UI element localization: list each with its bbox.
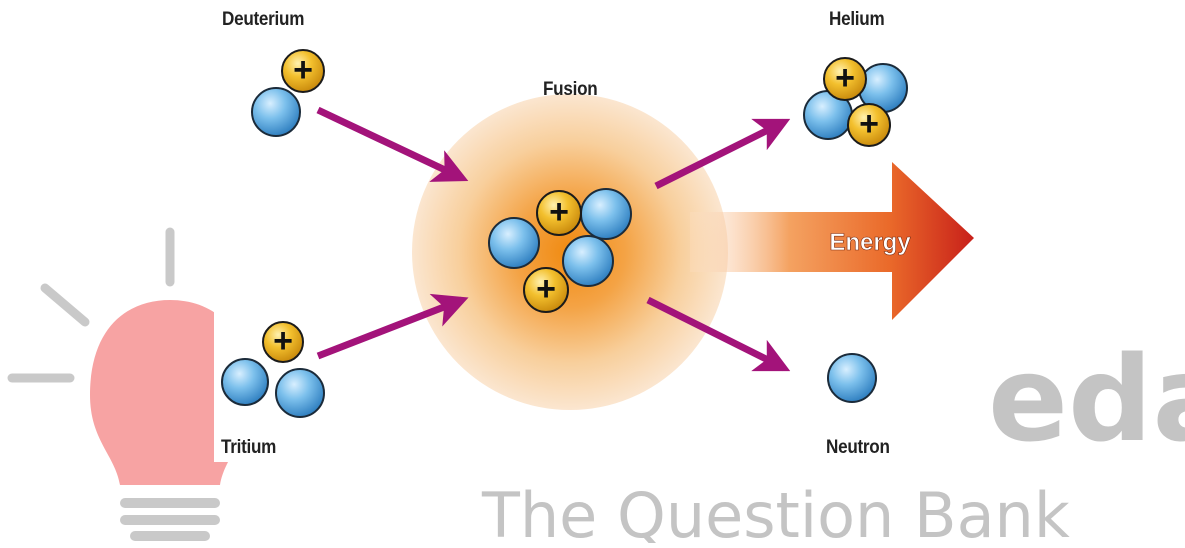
arrow-helium-out [654,118,791,190]
watermark-brand: eda [988,330,1185,468]
fusion-cluster [488,188,632,313]
reaction-arrows [316,106,791,372]
neutron-label: Neutron [826,437,890,458]
watermark-tagline: The Question Bank [481,479,1070,543]
proton-plus-icon: + [549,193,569,231]
arrow-neutron-out [646,296,791,372]
fusion-label: Fusion [543,79,598,100]
proton-plus-icon: + [273,322,293,360]
energy-arrow [690,162,974,320]
proton-plus-icon: + [835,59,855,97]
helium-nucleus [803,57,908,147]
arrow-deuterium-in [316,106,469,182]
deuterium-nucleus [251,49,325,137]
proton-plus-icon: + [293,51,313,89]
free-neutron [827,353,877,403]
deuterium-label: Deuterium [222,9,305,30]
tritium-nucleus [221,321,325,418]
proton-plus-icon: + [859,105,879,143]
proton-plus-icon: + [536,270,556,308]
arrow-tritium-in [316,293,469,360]
lightbulb-watermark-icon [7,227,250,541]
energy-label: Energy [829,229,911,256]
tritium-label: Tritium [221,437,277,458]
helium-label: Helium [829,9,885,30]
